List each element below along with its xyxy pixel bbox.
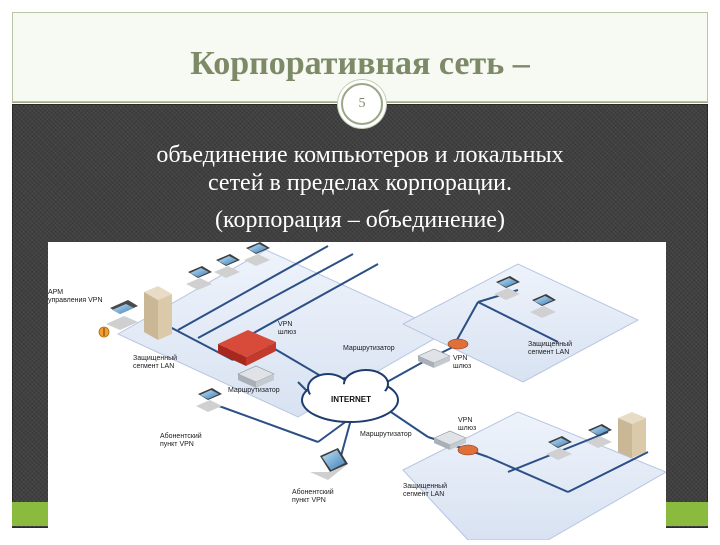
laptop-icon xyxy=(310,448,348,480)
label-lan-right-line2: сегмент LAN xyxy=(528,349,569,356)
workstation-icon xyxy=(186,266,212,290)
label-arm-line2: управления VPN xyxy=(48,297,103,304)
label-router-top: Маршрутизатор xyxy=(343,345,395,352)
label-lan-left-line2: сегмент LAN xyxy=(133,363,174,370)
label-vpn-left-line2: шлюз xyxy=(278,329,296,336)
label-abon-bottom-line2: пункт VPN xyxy=(292,497,326,504)
router-top-icon xyxy=(417,348,451,368)
label-lan-right-line1: Защищенный xyxy=(528,340,572,348)
workstation-icon xyxy=(214,254,240,278)
vpn-gateway-right-icon xyxy=(447,338,469,350)
router-left-icon xyxy=(237,365,275,388)
label-arm-line1: АРМ xyxy=(48,289,63,296)
vpn-server-icon xyxy=(144,286,172,340)
page-number: 5 xyxy=(341,83,383,125)
label-vpn-bottom-line2: шлюз xyxy=(458,425,476,432)
label-abon-bottom-line1: Абонентский xyxy=(292,488,334,496)
label-abon-left-line1: Абонентский xyxy=(160,432,202,440)
label-vpn-right-line2: шлюз xyxy=(453,363,471,370)
label-lan-bottom-line2: сегмент LAN xyxy=(403,491,444,498)
internet-label: INTERNET xyxy=(331,395,371,404)
label-vpn-right-line1: VPN xyxy=(453,355,467,362)
vpn-gateway-bottom-icon xyxy=(457,444,479,456)
label-lan-bottom-line1: Защищенный xyxy=(403,482,447,490)
label-vpn-bottom-line1: VPN xyxy=(458,417,472,424)
server-icon xyxy=(618,412,646,458)
network-diagram: INTERNET xyxy=(48,242,668,541)
workstation-icon xyxy=(244,242,270,266)
label-lan-left-line1: Защищенный xyxy=(133,354,177,362)
key-icon xyxy=(98,326,110,338)
workstation-icon xyxy=(546,436,572,460)
workstation-icon xyxy=(196,388,222,412)
label-abon-left-line2: пункт VPN xyxy=(160,441,194,448)
label-router-bottom: Маршрутизатор xyxy=(360,431,412,438)
vpn-admin-workstation-icon xyxy=(106,300,138,330)
router-bottom-icon xyxy=(433,430,467,450)
internet-cloud-icon xyxy=(301,369,399,423)
body-line-3: (корпорация – объединение) xyxy=(215,207,505,233)
workstation-icon xyxy=(530,294,556,318)
vpn-gateway-left-icon xyxy=(218,330,276,366)
label-vpn-left-line1: VPN xyxy=(278,321,292,328)
slide-title: Корпоративная сеть – xyxy=(190,45,530,82)
workstation-icon xyxy=(494,276,520,300)
label-router-left: Маршрутизатор xyxy=(228,387,280,394)
body-line-1: объединение компьютеров и локальных xyxy=(156,142,564,168)
lan-zone-bottom xyxy=(402,411,668,541)
body-line-2: сетей в пределах корпорации. xyxy=(207,170,513,196)
workstation-icon xyxy=(586,424,612,448)
